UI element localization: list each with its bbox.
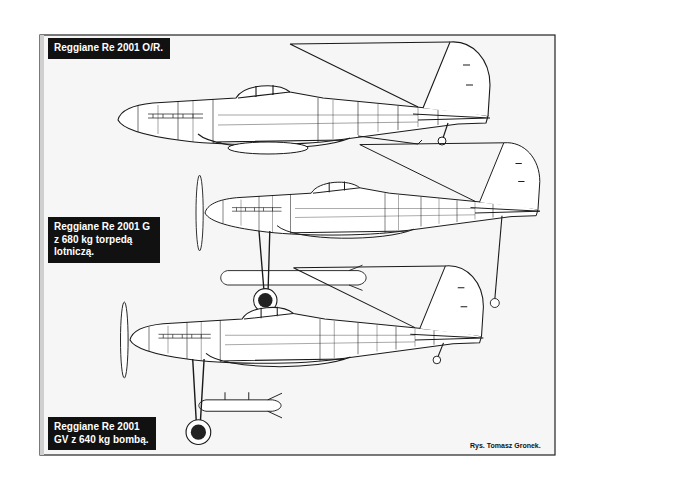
credit-note: Rys. Tomasz Gronek.	[470, 442, 541, 449]
label-box: Reggiane Re 2001 G z 680 kg torpedą lotn…	[48, 217, 160, 263]
label-box: Reggiane Re 2001 GV z 640 kg bombą.	[48, 417, 156, 450]
variant-label: Reggiane Re 2001 GV z 640 kg bombą.	[54, 421, 150, 446]
label-box: Reggiane Re 2001 O/R.	[48, 38, 170, 59]
variant-label: Reggiane Re 2001 G z 680 kg torpedą lotn…	[54, 221, 154, 259]
variant-label: Reggiane Re 2001 O/R.	[54, 42, 164, 55]
